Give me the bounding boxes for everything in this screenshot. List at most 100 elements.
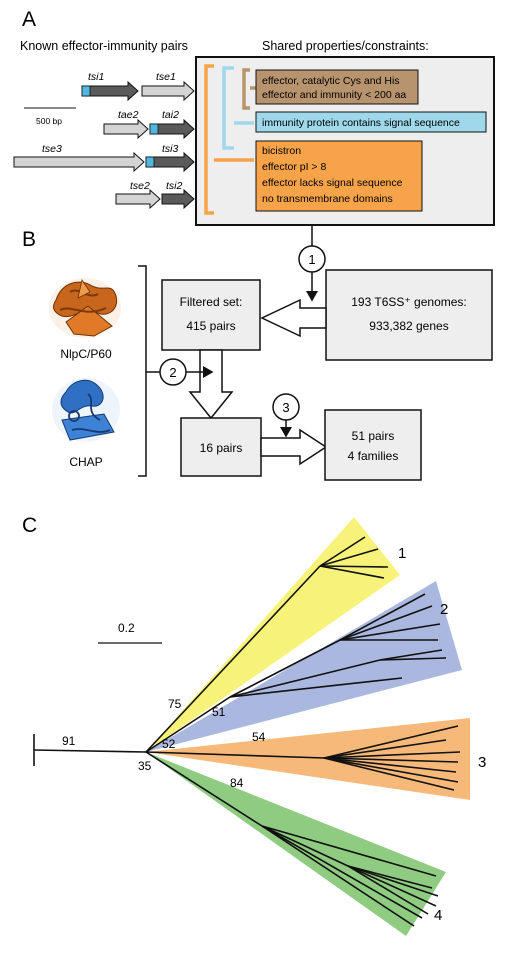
constraint-no-tm: no transmembrane domains <box>262 193 393 205</box>
tree-branch <box>145 565 321 753</box>
gene-label-tae2: tae2 <box>118 109 139 121</box>
gene-label-tsi1: tsi1 <box>88 71 104 83</box>
protein-bracket <box>138 265 147 477</box>
tree-branch <box>323 757 459 783</box>
clade-1-label: 1 <box>398 545 406 562</box>
flow-arrow-to-51 <box>260 428 328 466</box>
tree-branch <box>319 565 385 579</box>
constraint-catalytic: effector, catalytic Cys and His <box>262 75 400 87</box>
gene-label-tse3: tse3 <box>42 143 62 155</box>
constraints-box: effector, catalytic Cys and His effector… <box>195 56 495 226</box>
bootstrap-84: 84 <box>230 776 244 790</box>
tree-branch <box>379 657 447 661</box>
tree-branch <box>261 825 415 927</box>
genes-count: 933,382 genes <box>369 319 448 333</box>
clade-4-label: 4 <box>434 907 442 924</box>
gene-diagrams: tsi1 tse1 500 bp tae2 tai2 tse3 tsi3 tse… <box>13 71 195 210</box>
gene-arrow-tae2 <box>103 118 149 140</box>
bootstrap-51: 51 <box>212 705 226 719</box>
tree-branch <box>323 757 455 791</box>
gene-arrow-tse1 <box>141 80 195 102</box>
signal-sequence-marker <box>81 85 91 97</box>
tree-branch <box>347 865 429 915</box>
bracket-blue <box>222 66 234 150</box>
tree-branch <box>323 725 459 759</box>
scale-label-tree: 0.2 <box>118 621 135 635</box>
tree-branch <box>145 696 231 753</box>
tree-branch <box>347 865 433 889</box>
bracket-brown <box>242 68 250 110</box>
constraint-bicistron: bicistron <box>262 145 301 157</box>
tree-branch <box>339 593 426 641</box>
clade-3-shading <box>146 718 470 800</box>
tree-branch <box>323 751 461 759</box>
gene-arrow-tsi1 <box>81 80 139 102</box>
pairs-16-box <box>180 417 262 477</box>
flow-arrow-to-16 <box>188 349 234 420</box>
tree-branch <box>261 825 437 877</box>
constraint-signal-seq: immunity protein contains signal sequenc… <box>262 117 460 129</box>
constraint-size: effector and immunity < 200 aa <box>262 89 406 101</box>
clade-2-label: 2 <box>440 601 448 618</box>
left-panel-title: Known effector-immunity pairs <box>20 39 188 53</box>
tree-branch <box>229 639 341 698</box>
tree-branch <box>339 605 433 641</box>
tree-branch <box>145 751 263 827</box>
protein-structure-orange-icon <box>49 278 121 338</box>
gene-label-tse2: tse2 <box>130 180 150 192</box>
phylogenetic-tree <box>33 536 461 927</box>
constraint-brown-box <box>255 69 419 105</box>
panel-label-a: A <box>22 8 36 31</box>
bootstrap-91: 91 <box>62 734 76 748</box>
gene-label-tsi3: tsi3 <box>162 143 179 155</box>
tree-branch <box>339 623 441 641</box>
families-label: 4 families <box>348 449 399 463</box>
pairs-51-label: 51 pairs <box>352 429 395 443</box>
step-2-label: 2 <box>169 365 176 380</box>
tree-root-branch <box>33 749 147 753</box>
tree-branch <box>319 536 366 567</box>
protein-label-nlpc: NlpC/P60 <box>60 347 112 361</box>
constraint-no-signal: effector lacks signal sequence <box>262 177 403 189</box>
filtered-set-title: Filtered set: <box>180 295 243 309</box>
gene-label-tai2: tai2 <box>162 109 179 121</box>
constraint-orange-box <box>255 140 423 212</box>
gene-arrow-tse2 <box>115 188 161 210</box>
constraint-pi: effector pI > 8 <box>262 161 326 173</box>
tree-branch <box>347 865 437 907</box>
gene-arrow-tsi2 <box>161 188 195 210</box>
clade-1-shading <box>146 517 400 752</box>
gene-label-tsi2: tsi2 <box>166 180 183 192</box>
step-3-label: 3 <box>282 400 289 415</box>
pairs-16-label: 16 pairs <box>200 441 243 455</box>
flow-arrow-to-filtered <box>260 298 327 338</box>
gene-arrow-tse3 <box>13 151 145 173</box>
bracket-orange <box>204 64 214 215</box>
tree-branch <box>347 865 439 897</box>
protein-structure-blue-icon <box>52 378 120 442</box>
right-panel-title: Shared properties/constraints: <box>262 39 429 53</box>
step-1-label: 1 <box>308 252 315 267</box>
bootstrap-75: 75 <box>168 697 182 711</box>
tree-branch <box>229 677 403 698</box>
protein-label-chap: CHAP <box>69 455 102 469</box>
signal-sequence-marker <box>145 156 155 168</box>
tree-branch <box>145 751 325 759</box>
filtered-set-count: 415 pairs <box>186 319 235 333</box>
tree-branch <box>323 757 457 773</box>
scale-label-bp: 500 bp <box>36 116 62 126</box>
signal-sequence-marker <box>149 123 159 135</box>
clade-4-shading <box>146 752 446 936</box>
tree-branch <box>229 659 381 698</box>
bootstrap-35: 35 <box>138 759 152 773</box>
genomes-count: 193 T6SS⁺ genomes: <box>351 295 467 309</box>
bootstrap-54: 54 <box>252 730 266 744</box>
pairs-51-box <box>324 409 422 481</box>
constraint-blue-box <box>255 111 487 133</box>
tree-branch <box>379 649 443 661</box>
tree-branch <box>261 825 349 867</box>
genomes-box <box>325 269 493 361</box>
tree-branch <box>261 825 423 919</box>
tree-branch <box>319 548 379 567</box>
